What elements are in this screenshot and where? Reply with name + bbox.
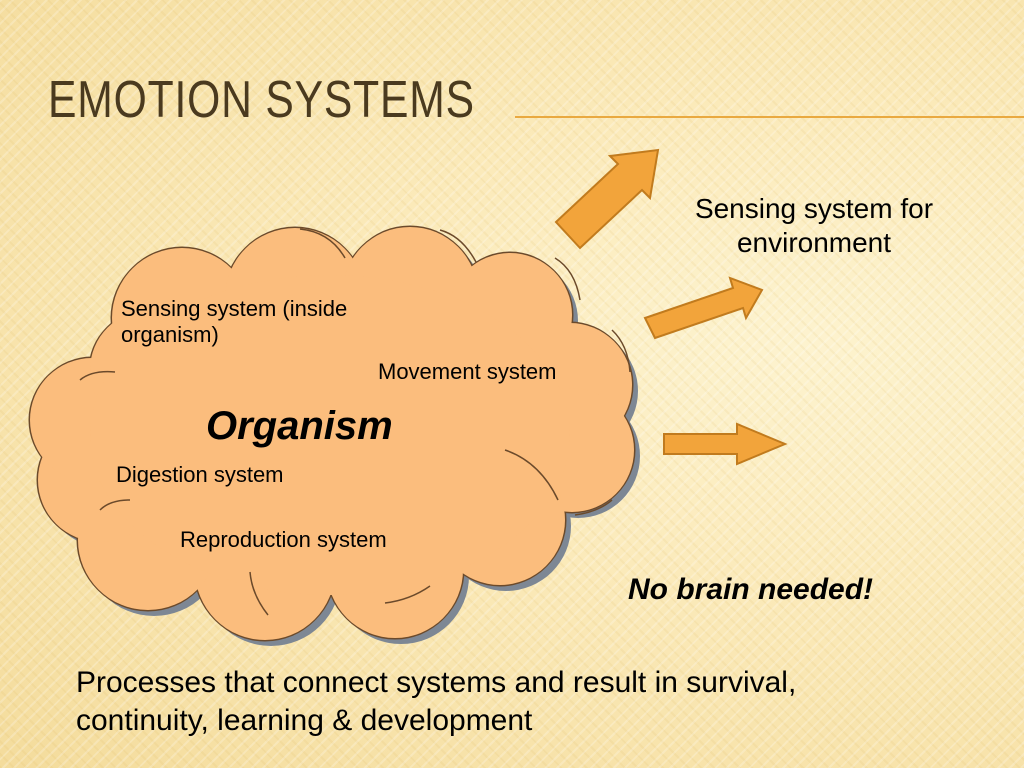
- arrow-output-right: [663, 422, 788, 466]
- environment-sensing-label: Sensing system for environment: [694, 193, 934, 258]
- arrow-to-environment-right: [643, 276, 764, 340]
- arrow-to-environment-up: [554, 148, 660, 250]
- title-divider: [515, 116, 1024, 118]
- no-brain-needed-label: No brain needed!: [628, 573, 874, 606]
- reproduction-system-label: Reproduction system: [180, 527, 387, 552]
- movement-system-label: Movement system: [378, 359, 557, 384]
- cloud-inner-contours: [79, 228, 631, 616]
- digestion-system-label: Digestion system: [116, 462, 284, 487]
- inner-sensing-label: Sensing system (inside organism): [121, 296, 348, 348]
- slide-title: EMOTION SYSTEMS: [48, 71, 475, 129]
- organism-label: Organism: [206, 404, 393, 448]
- processes-caption: Processes that connect systems and resul…: [76, 666, 797, 737]
